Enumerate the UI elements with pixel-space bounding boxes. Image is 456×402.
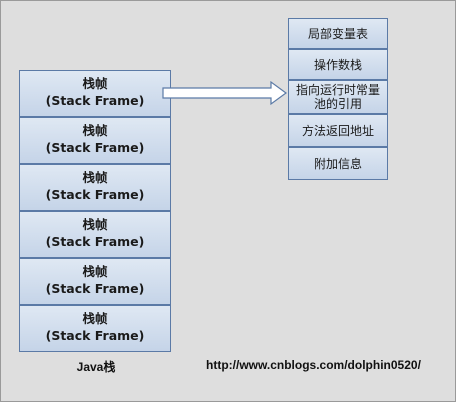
stack-frame: 栈帧 (Stack Frame)	[19, 211, 171, 258]
java-stack-label: Java栈	[76, 360, 116, 374]
local-variable-table-label: 局部变量表	[307, 26, 368, 41]
right-arrow-icon	[162, 80, 288, 106]
runtime-constant-pool-ref-box: 指向运行时常量 池的引用	[288, 80, 388, 114]
stack-frame: 栈帧 (Stack Frame)	[19, 305, 171, 352]
stack-frame-subtitle: (Stack Frame)	[45, 234, 145, 249]
local-variable-table-box: 局部变量表	[288, 18, 388, 49]
source-url-label: http://www.cnblogs.com/dolphin0520/	[206, 358, 421, 372]
operand-stack-label: 操作数栈	[313, 57, 362, 72]
stack-frame: 栈帧 (Stack Frame)	[19, 258, 171, 305]
stack-frame-subtitle: (Stack Frame)	[45, 140, 145, 155]
stack-frame-subtitle: (Stack Frame)	[45, 93, 145, 108]
return-address-box: 方法返回地址	[288, 114, 388, 147]
return-address-label: 方法返回地址	[301, 123, 374, 138]
additional-info-label: 附加信息	[313, 156, 362, 171]
stack-frame-title: 栈帧	[82, 170, 108, 185]
stack-frame-title: 栈帧	[82, 264, 108, 279]
additional-info-box: 附加信息	[288, 147, 388, 180]
operand-stack-box: 操作数栈	[288, 49, 388, 80]
stack-frame: 栈帧 (Stack Frame)	[19, 70, 171, 117]
stack-frame-title: 栈帧	[82, 311, 108, 326]
stack-frame-subtitle: (Stack Frame)	[45, 281, 145, 296]
stack-frame: 栈帧 (Stack Frame)	[19, 164, 171, 211]
stack-frame-title: 栈帧	[82, 217, 108, 232]
runtime-constant-pool-ref-line1: 指向运行时常量	[295, 83, 380, 97]
stack-frame-subtitle: (Stack Frame)	[45, 328, 145, 343]
runtime-constant-pool-ref-line2: 池的引用	[313, 97, 362, 111]
stack-frame: 栈帧 (Stack Frame)	[19, 117, 171, 164]
arrow-connector	[162, 80, 288, 106]
stack-frame-title: 栈帧	[82, 76, 108, 91]
stack-frame-subtitle: (Stack Frame)	[45, 187, 145, 202]
stack-frame-title: 栈帧	[82, 123, 108, 138]
